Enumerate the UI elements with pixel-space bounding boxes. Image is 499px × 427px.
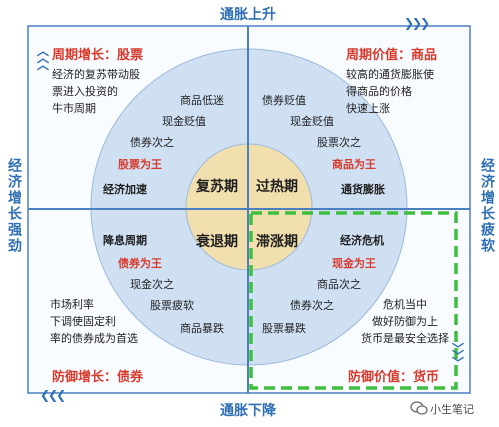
axis-left-label: 经济增长强劲 [6,158,22,254]
chevron-up-icon: ︿︿︿ [37,44,49,72]
br-item-2: 现金为王 [332,257,376,270]
bl-item-3: 现金次之 [130,278,174,291]
br-item-1: 经济危机 [340,234,384,247]
title-prefix: 防御价值： [348,370,414,385]
phase-stagflation: 滞涨期 [256,234,298,250]
phase-overheat: 过热期 [256,179,298,195]
quadrant-bottom-left-title: 防御增长：债券 [52,366,143,385]
highlight-box [249,211,458,390]
quadrant-top-left-description: 经济的复苏带动股 票进入投资的 牛市周期 [52,68,140,115]
phase-recovery: 复苏期 [196,179,238,195]
tr-item-3: 股票次之 [317,136,361,149]
watermark-text: 小生笔记 [430,403,474,416]
chevron-left-icon: ❮❮❮ [40,388,66,402]
tl-item-3: 债券次之 [130,136,174,149]
chevron-down-icon: ﹀﹀﹀ [452,342,464,370]
tr-item-5: 通货膨胀 [341,183,385,196]
tl-item-2: 现金贬值 [162,115,206,128]
br-item-3: 商品次之 [317,278,361,291]
phase-recession: 衰退期 [196,234,238,250]
quadrant-bottom-right-title: 防御价值：货币 [348,366,439,385]
title-prefix: 周期增长： [52,48,118,63]
title-prefix: 周期价值： [346,48,412,63]
chevron-right-icon: ❯❯❯ [404,16,430,30]
title-key: 货币 [413,370,440,385]
quadrant-top-right-description: 较高的通货膨胀使 得商品的价格 快速上涨 [346,68,434,115]
wechat-icon [410,401,428,415]
quadrant-top-left-title: 周期增长：股票 [52,44,143,63]
bl-item-4: 股票疲软 [150,299,194,312]
tl-item-5: 经济加速 [103,183,147,196]
quadrant-top-right-title: 周期价值：商品 [346,44,437,63]
quadrant-bottom-left-description: 市场利率 下调使固定利 率的债券成为首选 [50,298,138,345]
title-key: 股票 [117,48,144,63]
axis-right-label: 经济增长疲软 [479,158,495,254]
tl-item-1: 商品低迷 [180,94,224,107]
bl-item-5: 商品暴跌 [180,322,224,335]
axis-bottom-label: 通胀下降 [220,403,276,419]
tr-item-1: 债券贬值 [262,94,306,107]
axis-top-label: 通胀上升 [220,7,276,23]
br-item-4: 债券次之 [290,299,334,312]
tr-item-4: 商品为王 [332,158,376,171]
bl-item-1: 降息周期 [103,234,147,247]
title-key: 债券 [117,370,144,385]
title-prefix: 防御增长： [52,370,118,385]
quadrant-bottom-right-description: 危机当中 做好防御为上 货币是最安全选择 [361,298,449,345]
bl-item-2: 债券为王 [118,257,162,270]
title-key: 商品 [411,48,438,63]
br-item-5: 股票暴跌 [262,322,306,335]
tr-item-2: 现金贬值 [290,115,334,128]
tl-item-4: 股票为王 [118,158,162,171]
